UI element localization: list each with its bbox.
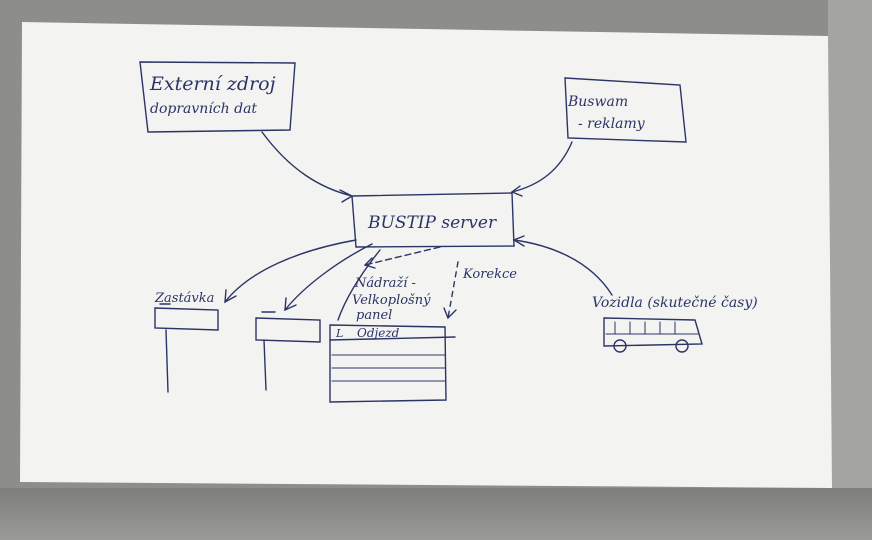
stop-sign-2 — [255, 317, 321, 343]
source-box — [139, 61, 296, 133]
correction-label: Korekce — [462, 267, 517, 282]
server-box — [351, 192, 515, 248]
server-box-label: BUSTIP server — [367, 213, 497, 233]
station-panel — [329, 324, 447, 403]
vehicles-label: Vozidla (skutečné časy) — [592, 295, 758, 311]
arrow-source-server — [261, 131, 353, 197]
panel-marker: L — [335, 327, 343, 340]
station-label-line1: Nádraží - — [354, 276, 416, 291]
panel-header: Odjezd — [357, 326, 400, 340]
ads-box-line1: Buswam — [567, 94, 628, 110]
bus-drawing — [603, 317, 703, 347]
arrow-ads-server — [511, 141, 573, 193]
arrow-server-stop — [224, 239, 357, 303]
ads-box-line2: - reklamy — [578, 116, 646, 132]
source-box-line1: Externí zdroj — [149, 73, 276, 95]
arrow-correction — [447, 261, 459, 319]
arrow-server-station — [364, 246, 441, 266]
arrow-to-panel — [337, 249, 381, 321]
station-label-line3: panel — [356, 308, 392, 323]
background-table — [0, 488, 872, 540]
arrow-server-stop2 — [284, 243, 373, 311]
station-label-line2: Velkoplošný — [352, 293, 431, 308]
stop-label: Zastávka — [154, 291, 214, 306]
arrow-vehicles-server — [513, 239, 613, 296]
background-wall — [828, 0, 872, 540]
stop-sign-1 — [154, 307, 219, 331]
ads-box — [564, 77, 687, 143]
source-box-line2: dopravních dat — [150, 101, 257, 117]
paper-sheet — [20, 22, 832, 488]
